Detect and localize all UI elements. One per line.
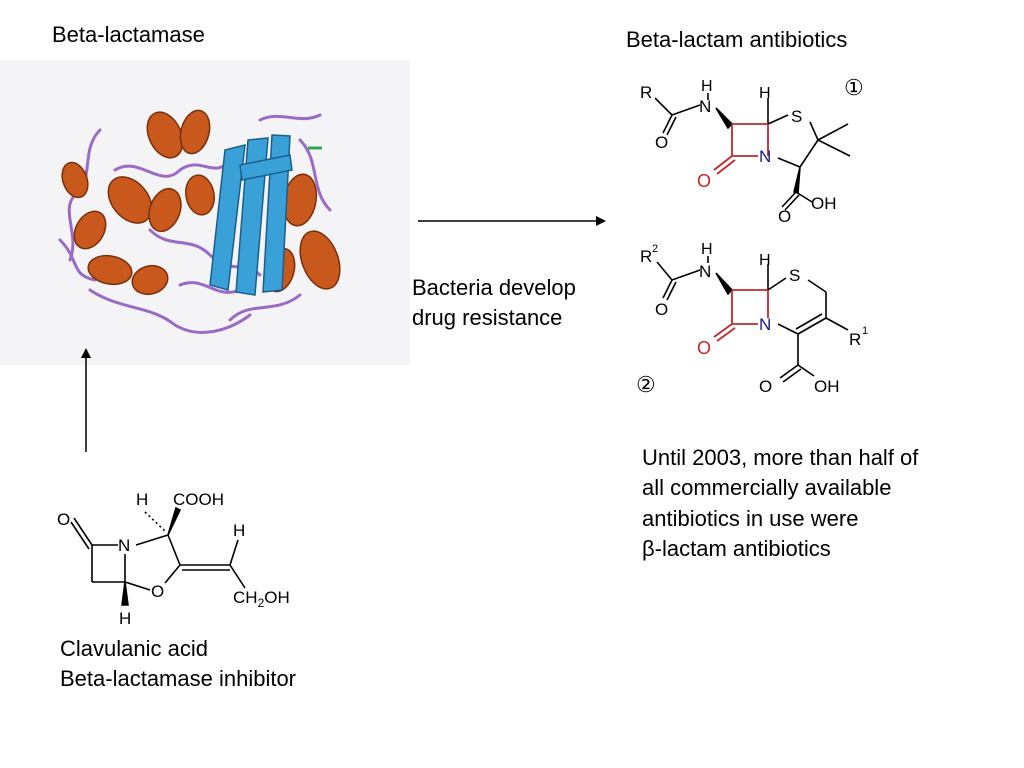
penicillin-lactam-o: O — [697, 171, 711, 191]
beta-lactamase-protein-image — [0, 60, 410, 365]
penicillin-cooh-o: O — [778, 207, 791, 226]
beta-sheets — [209, 134, 293, 296]
structure-marker-2: ② — [636, 372, 656, 397]
middle-caption-line2: drug resistance — [412, 305, 563, 330]
clavulanic-h-top: H — [136, 490, 148, 509]
penicillin-h-ring: H — [759, 85, 771, 102]
beta-lactamase-title: Beta-lactamase — [52, 22, 205, 47]
clavulanic-ch2oh: CH2OH — [233, 588, 290, 610]
penicillin-oh: OH — [811, 194, 837, 213]
cephalosporin-oh: OH — [814, 377, 840, 396]
protein-ribbon-svg — [58, 109, 341, 334]
loop-coils — [58, 113, 332, 334]
cephalosporin-r1-sup: 1 — [862, 325, 868, 337]
clavulanic-ring-o: O — [151, 582, 164, 601]
history-note-line2: all commercially available — [642, 475, 892, 500]
penicillin-r-label: R — [640, 83, 652, 102]
clavulanic-n: N — [118, 536, 130, 555]
cephalosporin-r2-sup: 2 — [652, 243, 658, 255]
cephalosporin-lactam-o: O — [697, 338, 711, 358]
cephalosporin-r1-label: R — [849, 330, 861, 349]
clavulanic-cooh: COOH — [173, 490, 224, 509]
middle-caption-line1: Bacteria develop — [412, 275, 576, 300]
cephalosporin-carbonyl-o: O — [655, 300, 668, 319]
alpha-helices — [61, 109, 341, 296]
right-arrow — [418, 216, 606, 226]
penicillin-n-amide: N — [699, 97, 711, 116]
clavulanic-ketone-o: O — [57, 510, 70, 529]
history-note-line4: β-lactam antibiotics — [642, 536, 831, 561]
cephalosporin-sulfur: S — [789, 266, 800, 285]
clavulanic-h-vinyl: H — [233, 521, 245, 540]
cephalosporin-h-ring: H — [759, 252, 771, 269]
up-arrow — [81, 348, 91, 452]
cephalosporin-h-amide: H — [701, 241, 713, 258]
penicillin-carbonyl-o: O — [655, 133, 668, 152]
history-note-line3: antibiotics in use were — [642, 506, 859, 531]
inhibitor-caption-line2: Beta-lactamase inhibitor — [60, 666, 297, 691]
cephalosporin-lactam-ring — [713, 289, 769, 342]
structure-marker-1: ① — [844, 75, 864, 100]
penicillin-lactam-ring — [713, 123, 769, 175]
history-note-line1: Until 2003, more than half of — [642, 445, 919, 470]
clavulanic-h-bottom: H — [119, 609, 131, 628]
cephalosporin-n-amide: N — [699, 262, 711, 281]
cephalosporin-r2-label: R — [640, 247, 652, 266]
penicillin-ring-n: N — [759, 147, 771, 166]
beta-lactam-antibiotics-title: Beta-lactam antibiotics — [626, 27, 848, 52]
cephalosporin-ring-n: N — [759, 315, 771, 334]
cephalosporin-cooh-o: O — [759, 377, 772, 396]
inhibitor-caption-line1: Clavulanic acid — [60, 636, 208, 661]
penicillin-h-amide: H — [701, 78, 713, 95]
penicillin-sulfur: S — [791, 107, 802, 126]
